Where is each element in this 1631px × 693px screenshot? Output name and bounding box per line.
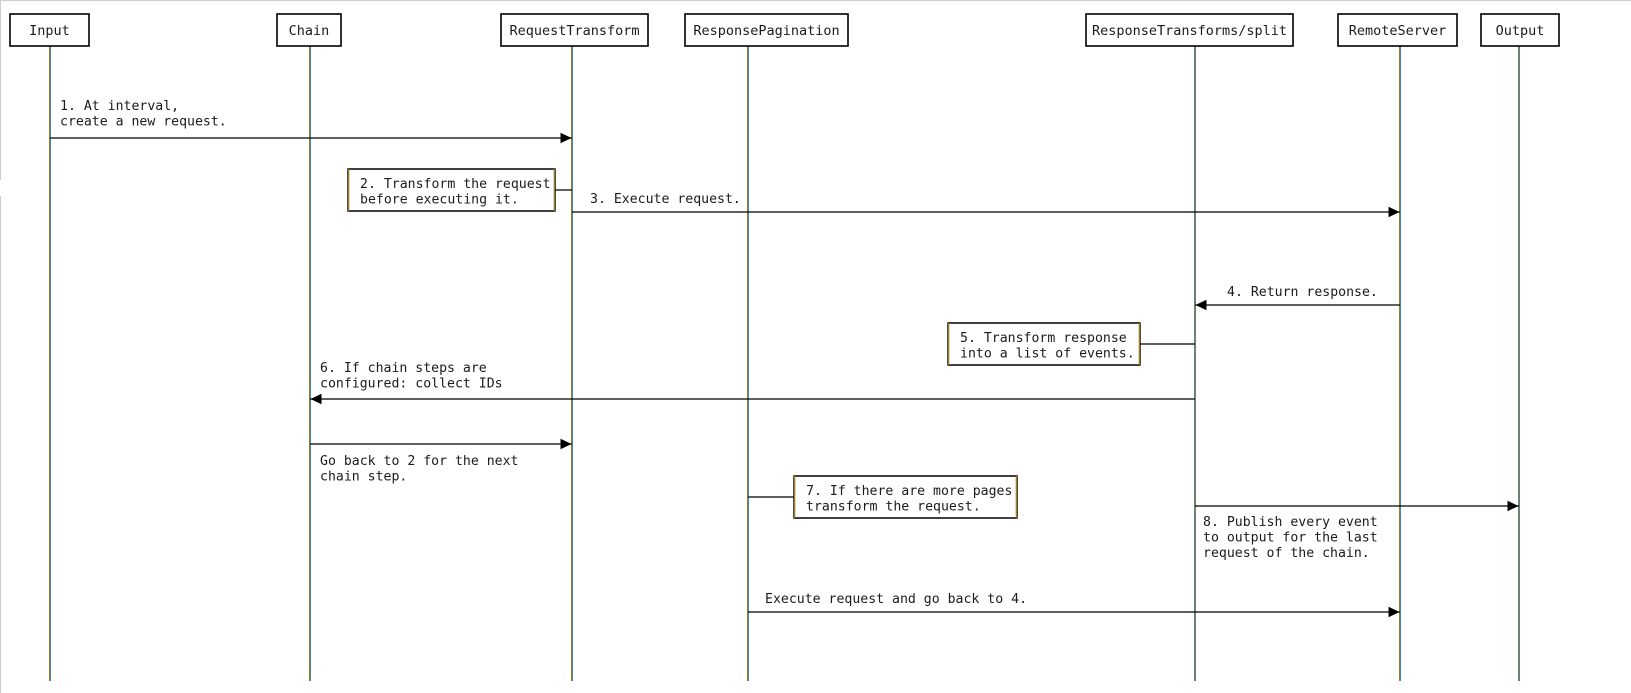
participant-box [1480, 13, 1560, 47]
note-box [347, 168, 556, 212]
participant-box [500, 13, 649, 47]
note-text-line: 7. If there are more pages [806, 484, 1012, 499]
participant-label: ResponseTransforms/split [1092, 23, 1287, 39]
message-arrowhead [1507, 500, 1519, 512]
lifeline-output [1518, 46, 1520, 681]
message-msg-3: 3. Execute request. [572, 192, 1400, 218]
message-msg-1: 1. At interval,create a new request. [50, 99, 572, 144]
message-msg-goback-4: Execute request and go back to 4. [748, 592, 1400, 618]
message-label-line: chain step. [320, 470, 407, 485]
message-label-line: to output for the last [1203, 531, 1378, 546]
message-label-line: configured: collect IDs [320, 377, 503, 392]
participant-response_transforms[interactable]: ResponseTransforms/split [1085, 13, 1294, 47]
lifeline-input [49, 46, 51, 681]
message-label-line: 3. Execute request. [590, 192, 741, 207]
participant-label: RequestTransform [509, 23, 639, 39]
participant-response_pagination[interactable]: ResponsePagination [684, 13, 849, 47]
message-label-line: create a new request. [60, 115, 227, 130]
participant-input[interactable]: Input [9, 13, 90, 47]
participant-box [684, 13, 849, 47]
message-label-line: Execute request and go back to 4. [765, 592, 1027, 607]
note-text-line: 5. Transform response [960, 331, 1127, 346]
participant-remote_server[interactable]: RemoteServer [1337, 13, 1458, 47]
note-text-line: 2. Transform the request [360, 177, 551, 192]
participant-label: Output [1496, 23, 1545, 39]
message-label-line: 6. If chain steps are [320, 361, 487, 376]
message-label-line: 1. At interval, [60, 99, 179, 114]
participant-box [276, 13, 342, 47]
message-msg-4: 4. Return response. [1195, 285, 1400, 311]
note-text-line: into a list of events. [960, 347, 1135, 362]
participant-box [1337, 13, 1458, 47]
message-arrowhead [1195, 299, 1207, 311]
message-label-line: 4. Return response. [1227, 285, 1378, 300]
participant-chain[interactable]: Chain [276, 13, 342, 47]
lifelines-layer [49, 46, 1520, 681]
message-arrowhead [1388, 606, 1400, 618]
message-label-line: 8. Publish every event [1203, 515, 1378, 530]
participant-label: RemoteServer [1349, 23, 1447, 39]
messages-layer: 1. At interval,create a new request. 3. E… [50, 99, 1519, 618]
note-text-line: transform the request. [806, 500, 981, 515]
message-arrowhead [560, 132, 572, 144]
note-box [947, 322, 1141, 366]
participant-output[interactable]: Output [1480, 13, 1560, 47]
message-label-line: request of the chain. [1203, 546, 1370, 561]
lifeline-response_transforms [1194, 46, 1196, 681]
note-text-line: before executing it. [360, 193, 519, 208]
note-box [793, 475, 1018, 519]
participants-layer: Input Chain RequestTransform ResponsePagina… [9, 13, 1560, 47]
lifeline-response_pagination [747, 46, 749, 681]
participant-box [9, 13, 90, 47]
participant-label: Chain [289, 23, 330, 39]
participant-label: Input [29, 23, 70, 39]
participant-request_transform[interactable]: RequestTransform [500, 13, 649, 47]
message-label-line: Go back to 2 for the next [320, 454, 519, 469]
message-arrowhead [560, 438, 572, 450]
lifeline-request_transform [571, 46, 573, 681]
lifeline-remote_server [1399, 46, 1401, 681]
message-arrowhead [1388, 206, 1400, 218]
participant-label: ResponsePagination [693, 23, 839, 39]
participant-box [1085, 13, 1294, 47]
lifeline-chain [309, 46, 311, 681]
message-arrowhead [310, 393, 322, 405]
